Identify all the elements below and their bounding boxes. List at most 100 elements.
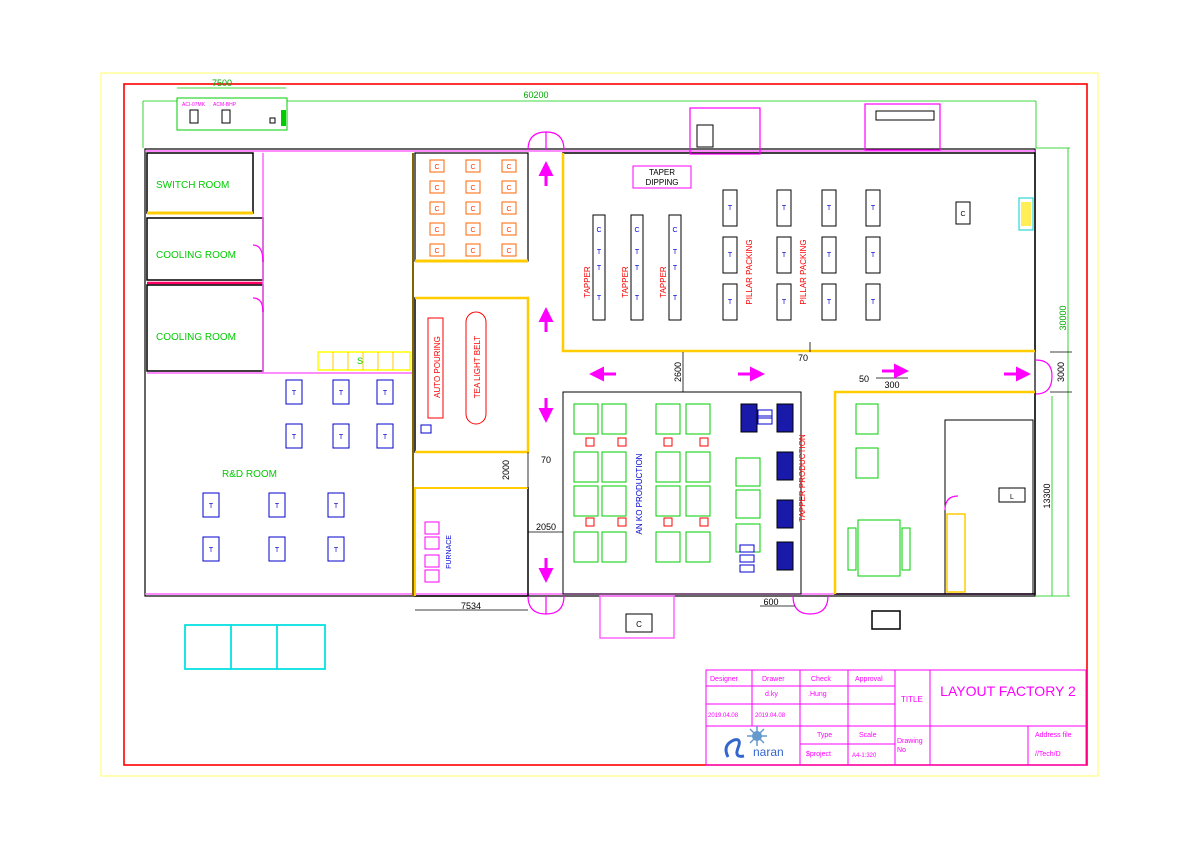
pillar-table-label: T bbox=[782, 299, 787, 306]
rd-table bbox=[202, 536, 220, 562]
auto-pouring-label: AUTO POURING bbox=[433, 336, 442, 398]
pillar-table-label: T bbox=[728, 205, 733, 212]
rd-table-label: T bbox=[334, 547, 339, 554]
aniko-marker bbox=[663, 517, 673, 527]
rd-table-label: T bbox=[339, 390, 344, 397]
tapper-label-2: TAPPER bbox=[621, 266, 630, 298]
pillar-table bbox=[776, 283, 792, 321]
rd-table bbox=[268, 536, 286, 562]
tapper-production-station bbox=[740, 403, 758, 433]
aniko-station bbox=[573, 451, 599, 483]
dim-side-gap: 50 bbox=[859, 374, 869, 384]
rd-table bbox=[285, 423, 303, 449]
tapper-production-tray bbox=[739, 554, 755, 563]
c-box bbox=[429, 222, 445, 236]
dim-left-2050: 2050 bbox=[536, 522, 556, 532]
tb-date-designer: 2019.04.08 bbox=[708, 713, 739, 719]
furnace-room bbox=[414, 487, 529, 597]
c-box-label: C bbox=[470, 185, 475, 192]
rd-table-label: T bbox=[292, 390, 297, 397]
cabinet-label-2: ACM-BHP bbox=[213, 102, 237, 108]
rd-room-label: R&D ROOM bbox=[222, 469, 277, 480]
l-marker: L bbox=[1010, 494, 1014, 501]
c-box bbox=[465, 159, 481, 173]
rd-table-label: T bbox=[275, 547, 280, 554]
doors bbox=[252, 131, 1053, 615]
tb-header-check: Check bbox=[811, 676, 831, 683]
c-box-label: C bbox=[470, 164, 475, 171]
pillar-table-label: T bbox=[728, 252, 733, 259]
bottom-c-marker: C bbox=[636, 620, 642, 629]
c-box bbox=[501, 180, 517, 194]
c-box bbox=[501, 243, 517, 257]
dim-corridor-mid: 2600 bbox=[673, 362, 683, 382]
tb-header-drawer: Drawer bbox=[762, 676, 785, 683]
aniko-station bbox=[735, 489, 761, 519]
dim-right-3000: 3000 bbox=[1056, 362, 1066, 382]
tapper-t-label: T bbox=[635, 265, 640, 272]
tb-type-label: Type bbox=[817, 732, 833, 739]
pillar-table-label: T bbox=[827, 205, 832, 212]
pillar-table-label: T bbox=[871, 299, 876, 306]
right-c-marker: C bbox=[960, 211, 965, 218]
dim-door-300: 300 bbox=[884, 380, 899, 390]
furnace-label: FURNACE bbox=[446, 535, 453, 569]
tapper-production-station bbox=[776, 451, 794, 481]
aniko-station bbox=[573, 531, 599, 563]
aniko-station bbox=[655, 485, 681, 517]
taper-dipping-label-1: TAPER bbox=[649, 168, 675, 177]
rd-table bbox=[285, 379, 303, 405]
tapper-production-station bbox=[776, 541, 794, 571]
pillar-table-label: T bbox=[728, 299, 733, 306]
stair bbox=[317, 351, 411, 371]
c-box-label: C bbox=[434, 164, 439, 171]
rd-table-label: T bbox=[292, 434, 297, 441]
tapper-t-label: T bbox=[673, 295, 678, 302]
c-box bbox=[465, 201, 481, 215]
tapper-production-stations bbox=[739, 403, 794, 573]
aniko-production-label: AN KO PRODUCTION bbox=[635, 453, 644, 534]
tapper-c-label: C bbox=[634, 227, 639, 234]
tb-name-drawer: d.ky bbox=[765, 691, 778, 698]
dim-left-70: 70 bbox=[541, 455, 551, 465]
aniko-station bbox=[685, 531, 711, 563]
cooling-room-1-label: COOLING ROOM bbox=[156, 250, 236, 261]
c-box-label: C bbox=[434, 248, 439, 255]
tapper-t-label: T bbox=[597, 249, 602, 256]
tapper-c-label: C bbox=[596, 227, 601, 234]
flow-arrows bbox=[538, 161, 1031, 583]
aniko-marker bbox=[663, 437, 673, 447]
tb-title: LAYOUT FACTORY 2 bbox=[940, 683, 1076, 699]
tapper-line bbox=[592, 214, 606, 321]
c-box-label: C bbox=[434, 206, 439, 213]
dim-bottom-7534: 7534 bbox=[461, 601, 481, 611]
pillar-table-label: T bbox=[782, 205, 787, 212]
c-box bbox=[465, 222, 481, 236]
aniko-marker bbox=[585, 437, 595, 447]
aniko-station bbox=[685, 403, 711, 435]
c-box-label: C bbox=[506, 164, 511, 171]
tapper-production-aux bbox=[757, 415, 773, 425]
tapper-production-tray bbox=[739, 544, 755, 553]
aniko-station bbox=[573, 403, 599, 435]
tapper-production-tray bbox=[739, 564, 755, 573]
outer-frame bbox=[100, 72, 1099, 777]
tapper-c-label: C bbox=[672, 227, 677, 234]
pillar-table-label: T bbox=[827, 299, 832, 306]
c-box bbox=[501, 222, 517, 236]
rd-table-label: T bbox=[209, 503, 214, 510]
logo bbox=[724, 726, 767, 758]
rd-table bbox=[202, 492, 220, 518]
pillar-table bbox=[776, 189, 792, 227]
aniko-station bbox=[655, 451, 681, 483]
c-box bbox=[465, 180, 481, 194]
tb-header-approval: Approval bbox=[855, 676, 883, 683]
corridor-dimension-lines bbox=[415, 342, 1072, 611]
c-box-label: C bbox=[434, 185, 439, 192]
tb-address-label: Address file bbox=[1035, 732, 1072, 739]
c-box bbox=[501, 201, 517, 215]
rd-table bbox=[268, 492, 286, 518]
pillar-table-label: T bbox=[871, 252, 876, 259]
